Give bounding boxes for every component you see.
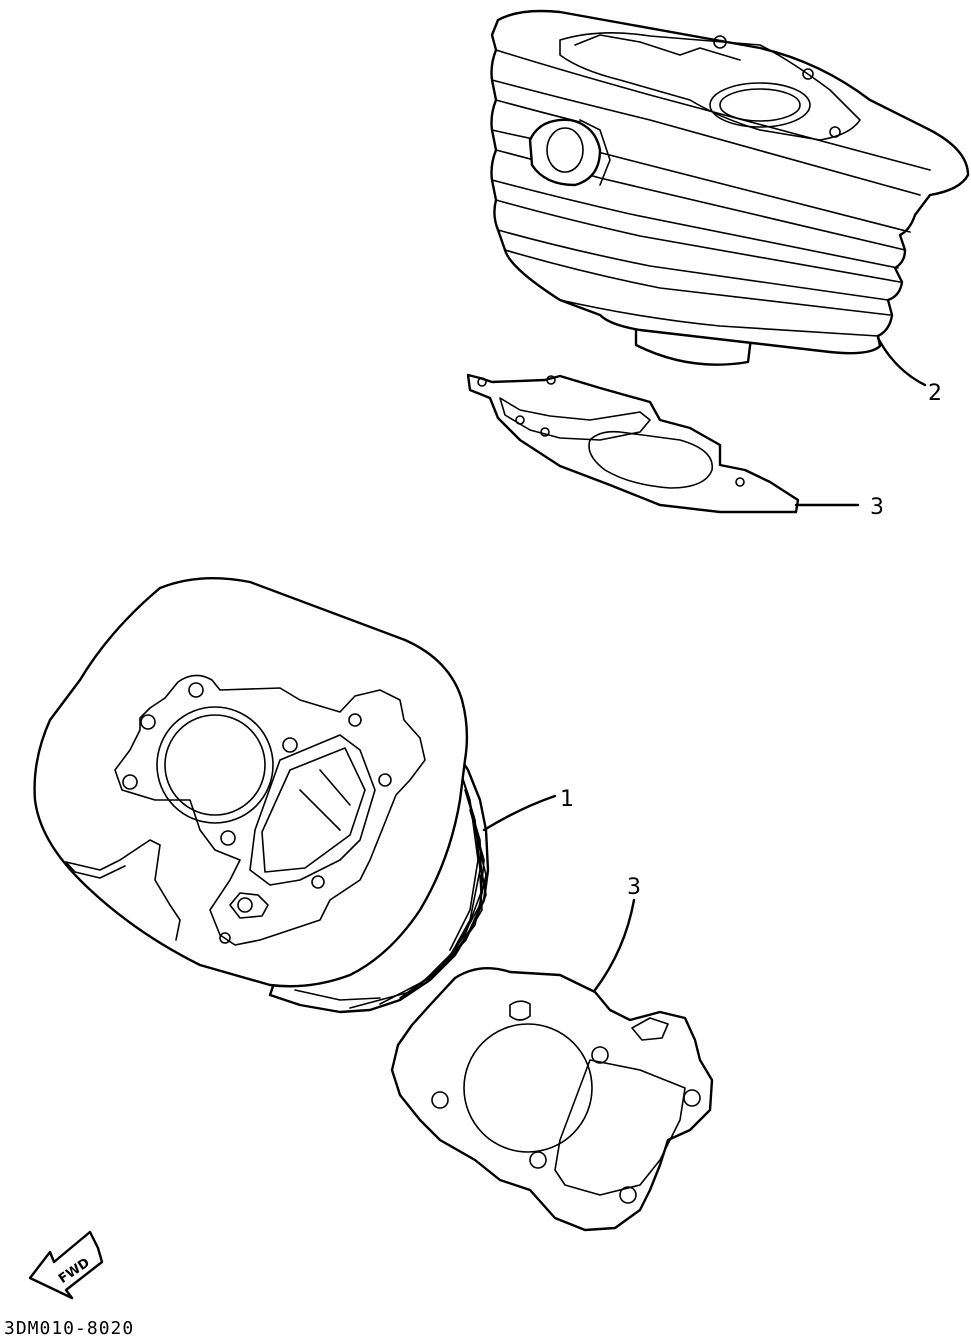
cylinder-front-view [33,576,490,1014]
callout-2-label: 2 [928,381,942,406]
callout-1: 1 [482,787,574,832]
callout-1-label: 1 [560,787,574,812]
callout-3-lower-label: 3 [627,875,641,900]
callout-3-upper: 3 [794,495,884,520]
fwd-arrow-icon: FWD [28,1230,104,1300]
gasket-lower [390,966,714,1232]
callout-3-upper-label: 3 [870,495,884,520]
drawing-code: 3DM010-8020 [4,1318,134,1339]
callout-2: 2 [876,336,942,406]
cylinder-side-view [490,9,970,366]
callout-3-lower: 3 [593,875,641,992]
gasket-upper [466,373,800,514]
